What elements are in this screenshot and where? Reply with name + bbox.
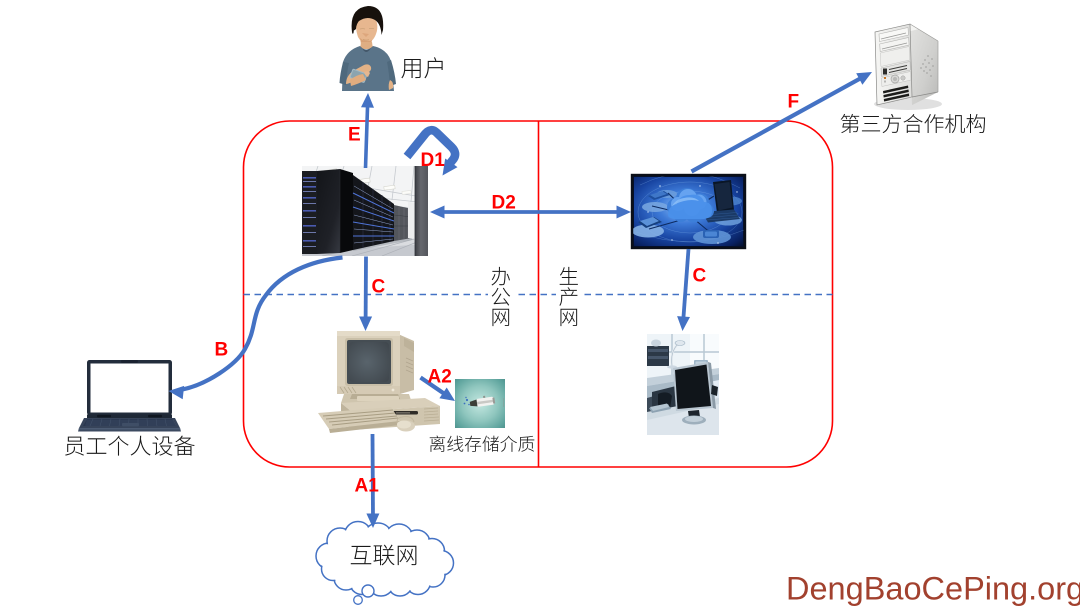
svg-text:D2: D2 — [492, 193, 516, 214]
svg-text:B: B — [215, 340, 229, 361]
svg-text:C: C — [372, 277, 386, 298]
svg-text:DengBaoCePing.org: DengBaoCePing.org — [786, 571, 1080, 607]
svg-text:C: C — [693, 266, 707, 287]
svg-text:D1: D1 — [421, 150, 446, 171]
svg-text:A2: A2 — [428, 367, 452, 388]
svg-text:F: F — [788, 92, 800, 113]
svg-text:E: E — [348, 125, 361, 146]
svg-text:A1: A1 — [355, 476, 380, 497]
